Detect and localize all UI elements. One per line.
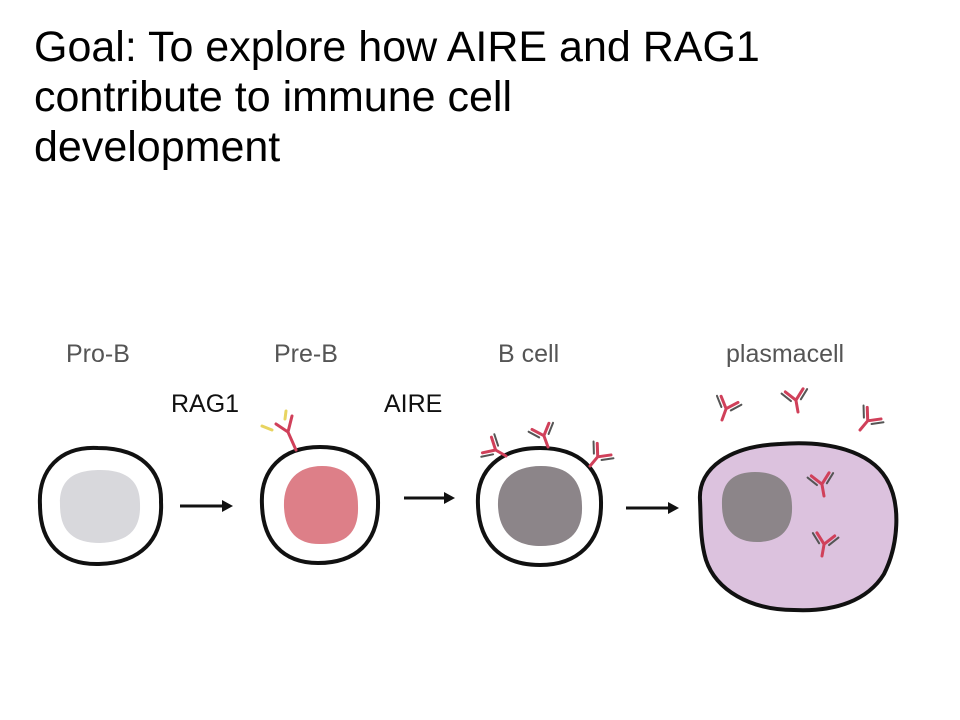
slide-title: Goal: To explore how AIRE and RAG1 contr… — [34, 22, 944, 172]
factor-label-aire: AIRE — [384, 390, 442, 418]
stage-label-plasma-cell: plasmacell — [726, 340, 844, 368]
antibody-icon — [708, 393, 744, 426]
title-line-1: Goal: To explore how AIRE and RAG1 — [34, 23, 760, 71]
stage-label-pre-b: Pre-B — [274, 340, 338, 368]
pre-b-cell — [259, 409, 381, 566]
arrow-right-icon — [626, 502, 679, 514]
pro-b-nucleus — [59, 470, 141, 543]
factor-label-rag1: RAG1 — [171, 390, 239, 418]
stage-label-b-cell: B cell — [498, 340, 559, 368]
pre-b-nucleus — [283, 466, 359, 545]
antibody-icon — [848, 403, 886, 440]
arrow-right-icon — [404, 492, 455, 504]
antibody-icon — [779, 386, 813, 416]
stage-label-pro-b: Pro-B — [66, 340, 130, 368]
plasma-cell-nucleus — [721, 472, 793, 542]
pro-b-cell — [37, 445, 164, 567]
arrow-right-icon — [180, 500, 233, 512]
antibody-icon — [260, 409, 298, 452]
plasma-cell — [697, 441, 899, 613]
b-cell — [475, 420, 616, 568]
title-line-3: development — [34, 123, 281, 171]
title-line-2: contribute to immune cell — [34, 73, 512, 121]
b-cell-nucleus — [497, 466, 583, 546]
